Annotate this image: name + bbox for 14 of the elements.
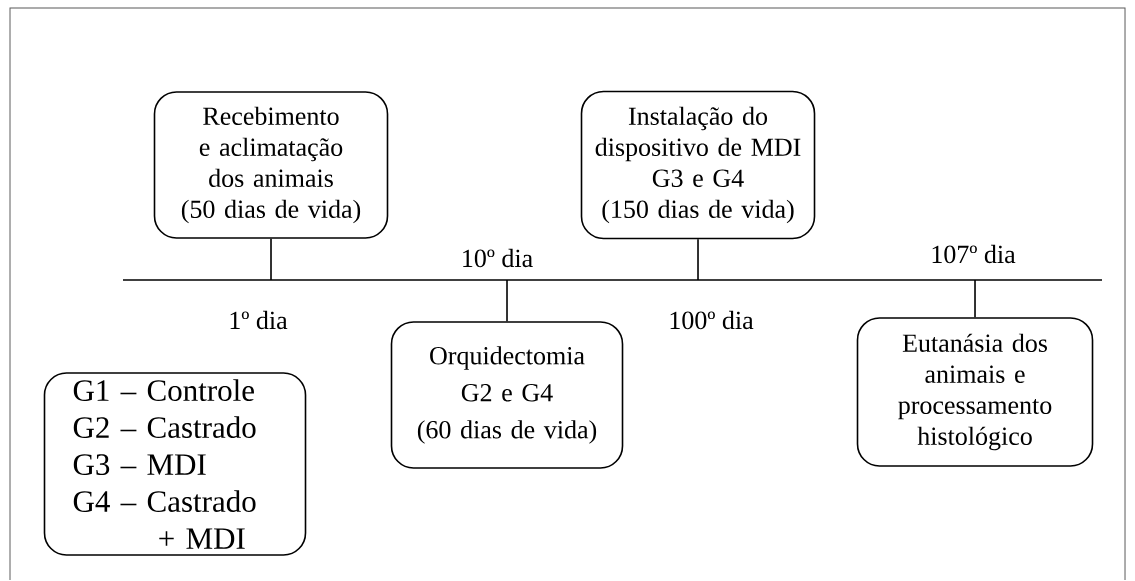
connector-line: [270, 238, 272, 281]
day-label: 1º dia: [230, 310, 288, 330]
timeline-line: [123, 279, 1102, 281]
event-box: Orquidectomia G2 e G4 (60 dias de vida): [390, 321, 624, 469]
connector-line: [974, 279, 976, 318]
event-box: Eutanásia dos animais e processamento histológico: [856, 317, 1094, 467]
day-label: 100º dia: [670, 310, 754, 330]
event-box: Instalação do dispositivo de MDI G3 e G4 (150 dias de vida): [580, 90, 816, 240]
connector-line: [506, 279, 508, 322]
group-list-box: G1 – Controle G2 – Castrado G3 – MDI G4 – Castrado + MDI: [43, 372, 307, 556]
event-box: Recebimento e aclimatação dos animais (50 dias de vida): [153, 91, 389, 239]
connector-line: [697, 238, 699, 281]
day-label: 10º dia: [463, 248, 533, 268]
day-label: 107º dia: [932, 244, 1016, 264]
